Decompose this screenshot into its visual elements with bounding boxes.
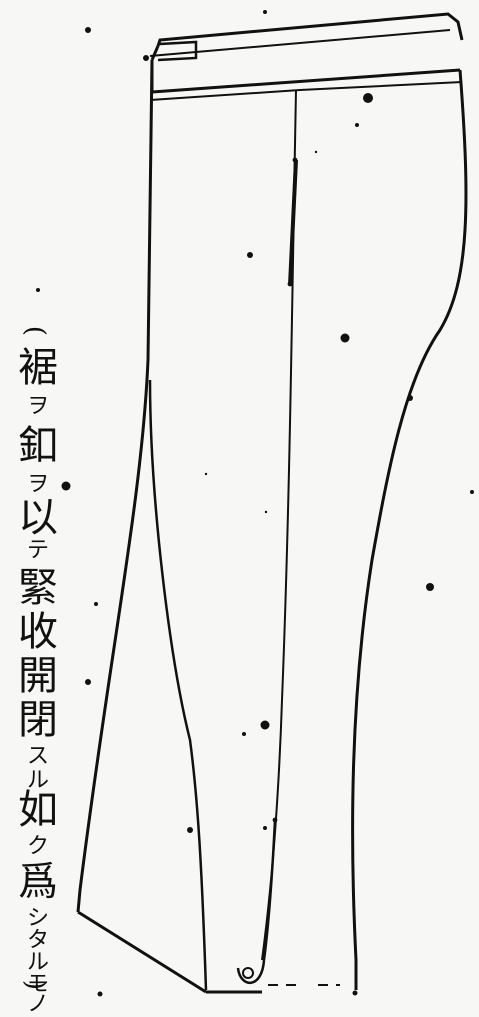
right-outer-seam — [351, 69, 468, 990]
caption-char: ル — [26, 950, 49, 975]
ink-specks — [36, 10, 474, 997]
caption-char: テ — [26, 538, 49, 563]
vertical-caption: ( 裾 ヲ 釦 ヲ 以 テ 緊 收 開 閉 ス ル 如 ク 爲 シ タ ル モ … — [8, 318, 72, 1016]
caption-open-paren: ( — [20, 325, 51, 337]
caption-char: 裾 — [18, 345, 58, 391]
caption-char: 收 — [18, 609, 58, 655]
caption-char: 緊 — [18, 565, 58, 611]
center-crease — [261, 89, 297, 961]
caption-char: 開 — [18, 653, 58, 699]
caption-char: モ — [26, 972, 49, 997]
left-inner-seam — [148, 379, 208, 991]
waistband — [149, 12, 464, 101]
caption-char: ノ — [26, 992, 49, 1017]
fly-seam — [288, 159, 298, 286]
slit-line — [262, 819, 277, 961]
caption-char: ス — [26, 744, 49, 769]
caption-char: ヲ — [26, 472, 49, 497]
caption-char: ヲ — [26, 394, 49, 419]
caption-char: 閉 — [18, 697, 58, 743]
left-outer-seam — [76, 59, 154, 913]
caption-char: タ — [26, 928, 49, 953]
caption-char: 如 — [18, 787, 58, 833]
caption-char: 以 — [18, 495, 58, 541]
caption-char: ク — [26, 834, 49, 859]
hem-button — [242, 967, 254, 979]
crease-marks — [272, 157, 298, 823]
caption-char: 釦 — [18, 423, 58, 469]
left-hem — [77, 910, 207, 994]
caption-char: シ — [26, 906, 49, 931]
caption-char: ル — [26, 768, 49, 793]
caption-char: 爲 — [18, 859, 58, 905]
cuff-edge — [236, 959, 266, 985]
caption-close-paren: ) — [20, 979, 51, 991]
